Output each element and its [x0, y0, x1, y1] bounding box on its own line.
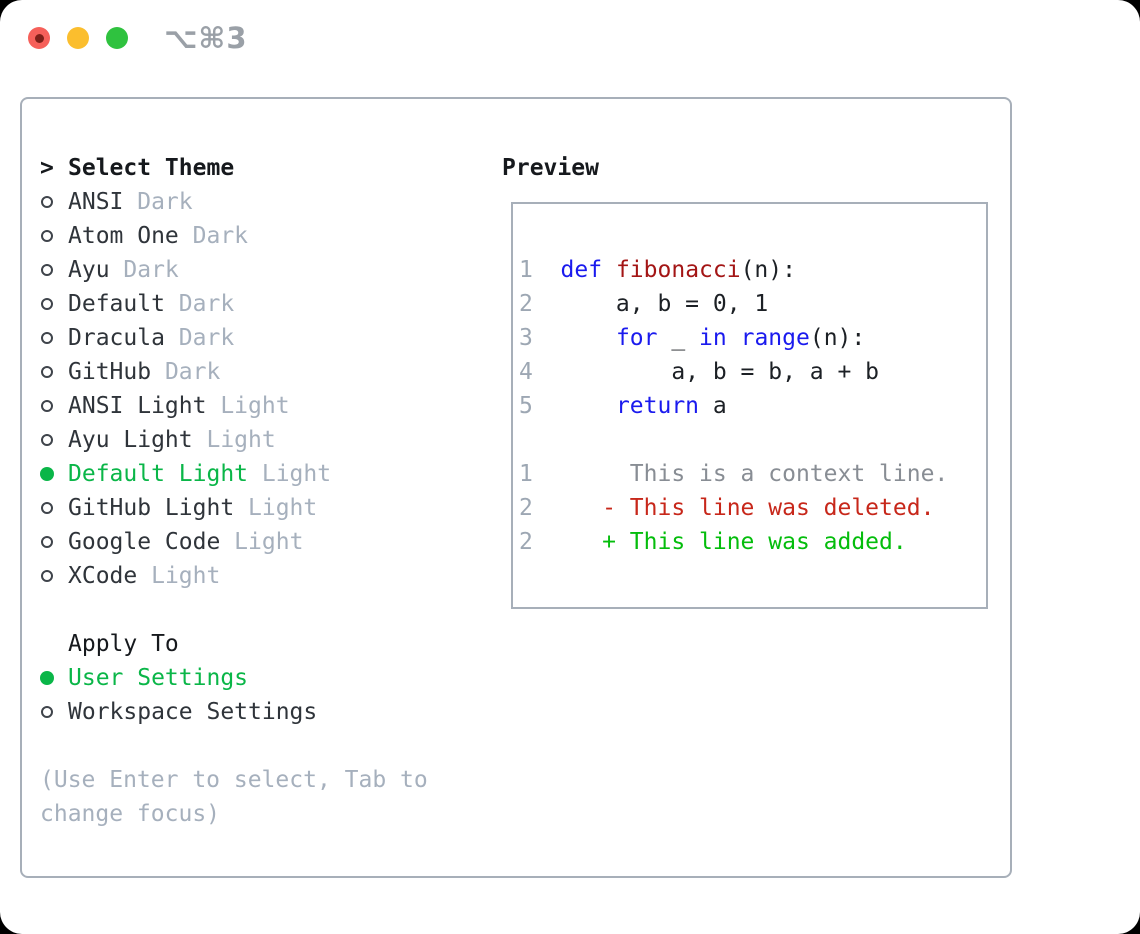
- theme-item-github-light[interactable]: GitHub Light Light: [40, 491, 428, 525]
- apply-to-header-row: Apply To: [40, 627, 428, 661]
- code-line: 3 for _ in range(n):: [519, 321, 986, 355]
- theme-column: > Select Theme ANSI Dark Atom One Dark A…: [40, 151, 428, 831]
- radio-unselected-icon: [41, 264, 53, 276]
- radio-unselected-icon: [41, 570, 53, 582]
- code-segment-context: This is a context line.: [560, 461, 949, 487]
- theme-item-default[interactable]: Default Dark: [40, 287, 428, 321]
- code-segment-plain: (n):: [740, 257, 796, 283]
- code-line: 2 + This line was added.: [519, 525, 986, 559]
- theme-item-ansi-light[interactable]: ANSI Light Light: [40, 389, 428, 423]
- radio-selected-icon: [40, 467, 54, 481]
- line-number: 2: [519, 495, 561, 521]
- radio-unselected-icon: [41, 434, 53, 446]
- code-segment-added: + This line was added.: [560, 529, 907, 555]
- hint-text-line1: (Use Enter to select, Tab to: [40, 767, 428, 793]
- spacer: [40, 729, 428, 763]
- line-number: 2: [519, 291, 561, 317]
- apply-option-workspace-settings[interactable]: Workspace Settings: [40, 695, 428, 729]
- spacer: [40, 593, 428, 627]
- maximize-button[interactable]: [106, 27, 128, 49]
- theme-item-xcode[interactable]: XCode Light: [40, 559, 428, 593]
- line-number: 1: [519, 461, 561, 487]
- code-line: 1 def fibonacci(n):: [519, 253, 986, 287]
- code-line: 5 return a: [519, 389, 986, 423]
- radio-unselected-icon: [41, 536, 53, 548]
- radio-unselected-icon: [41, 502, 53, 514]
- line-number: 3: [519, 325, 561, 351]
- select-theme-title: Select Theme: [68, 155, 235, 181]
- theme-item-ayu[interactable]: Ayu Dark: [40, 253, 428, 287]
- close-button[interactable]: [28, 27, 50, 49]
- radio-unselected-icon: [41, 400, 53, 412]
- code-segment-function: fibonacci: [615, 257, 741, 283]
- code-segment-keyword: def: [560, 257, 603, 283]
- code-segment-plain: _: [657, 325, 700, 351]
- theme-item-default-light[interactable]: Default Light Light: [40, 457, 428, 491]
- radio-unselected-icon: [41, 298, 53, 310]
- theme-item-github[interactable]: GitHub Dark: [40, 355, 428, 389]
- line-number: 5: [519, 393, 561, 419]
- radio-selected-icon: [40, 671, 54, 685]
- code-segment-keyword: in: [699, 325, 727, 351]
- code-line: 2 a, b = 0, 1: [519, 287, 986, 321]
- code-line: 4 a, b = b, a + b: [519, 355, 986, 389]
- code-segment-plain: (n):: [809, 325, 866, 351]
- apply-to-title: Apply To: [68, 631, 179, 657]
- theme-selector-panel: > Select Theme ANSI Dark Atom One Dark A…: [20, 97, 1012, 878]
- theme-item-ayu-light[interactable]: Ayu Light Light: [40, 423, 428, 457]
- code-segment-keyword: range: [740, 325, 810, 351]
- code-segment-plain: [561, 325, 616, 351]
- code-segment-plain: a, b = 0, 1: [560, 291, 769, 317]
- window-title: ⌥⌘3: [164, 21, 248, 55]
- code-line: 1 This is a context line.: [519, 457, 986, 491]
- theme-item-google-code[interactable]: Google Code Light: [40, 525, 428, 559]
- code-segment-keyword: for: [615, 325, 658, 351]
- code-segment-plain: [602, 257, 616, 283]
- code-line: [519, 423, 986, 457]
- code-segment-keyword: return: [615, 393, 700, 419]
- line-number: 2: [519, 529, 561, 555]
- select-theme-header-row: > Select Theme: [40, 151, 428, 185]
- line-number: 4: [519, 359, 561, 385]
- apply-option-user-settings[interactable]: User Settings: [40, 661, 428, 695]
- minimize-button[interactable]: [67, 27, 89, 49]
- radio-unselected-icon: [41, 230, 53, 242]
- line-number: [519, 427, 561, 453]
- titlebar: ⌥⌘3: [0, 0, 1140, 76]
- line-number: 1: [519, 257, 561, 283]
- radio-unselected-icon: [41, 366, 53, 378]
- radio-unselected-icon: [41, 706, 53, 718]
- code-segment-plain: [727, 325, 741, 351]
- close-dot-icon: [34, 33, 44, 43]
- code-line: 2 - This line was deleted.: [519, 491, 986, 525]
- theme-item-dracula[interactable]: Dracula Dark: [40, 321, 428, 355]
- radio-unselected-icon: [41, 332, 53, 344]
- code-segment-plain: a, b = b, a + b: [560, 359, 880, 385]
- code-segment-plain: [561, 393, 616, 419]
- theme-item-ansi[interactable]: ANSI Dark: [40, 185, 428, 219]
- code-segment-deleted: - This line was deleted.: [560, 495, 935, 521]
- preview-title: Preview: [502, 155, 599, 181]
- theme-list: ANSI Dark Atom One Dark Ayu Dark Default…: [40, 185, 428, 593]
- apply-to-options: User Settings Workspace Settings: [40, 661, 428, 729]
- hint-text-line2: change focus): [40, 801, 221, 827]
- cursor-icon: >: [40, 155, 54, 181]
- radio-unselected-icon: [41, 196, 53, 208]
- theme-item-atom-one[interactable]: Atom One Dark: [40, 219, 428, 253]
- code-segment-plain: a: [699, 393, 727, 419]
